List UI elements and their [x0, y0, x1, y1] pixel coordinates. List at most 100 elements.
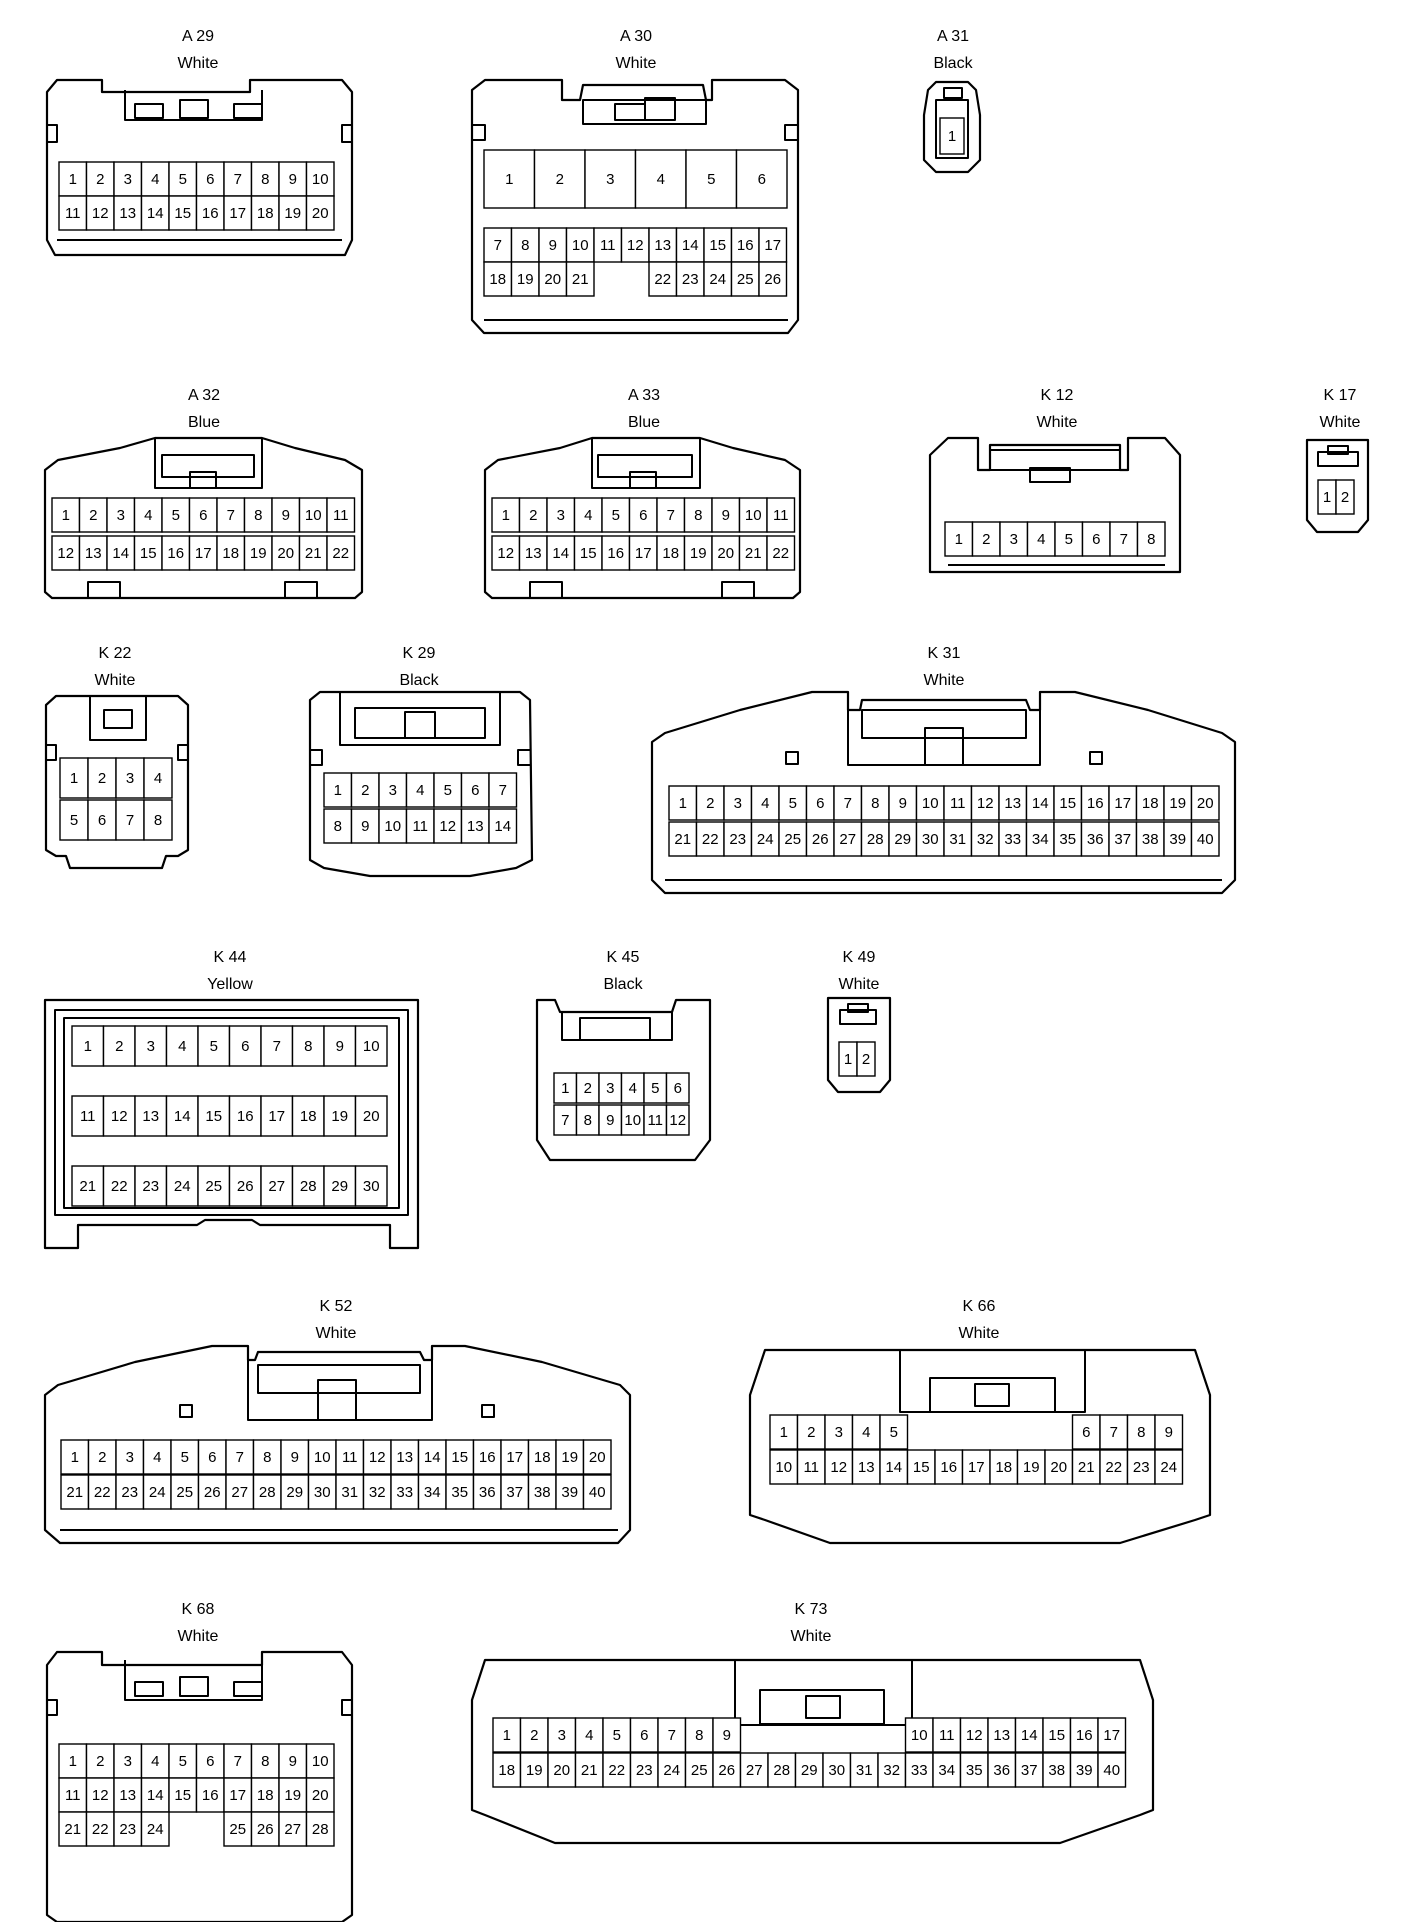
pin-cavity — [326, 535, 356, 571]
pin-cavity — [970, 821, 1000, 857]
pin-cavity — [657, 1717, 687, 1753]
pin-cavity — [278, 195, 308, 231]
pin-number: 8 — [254, 507, 262, 524]
connector-labels: A 29 White A 30 White A 31 Black A 32 Bl… — [95, 28, 1361, 1645]
pin-cavity — [170, 1439, 200, 1475]
pin-cavity — [323, 1165, 357, 1207]
pin-number: 38 — [534, 1484, 551, 1501]
pin-cavity — [665, 1072, 690, 1104]
pin-number: 35 — [1059, 831, 1076, 848]
pin-number: 11 — [80, 1108, 96, 1125]
pin-number: 6 — [816, 795, 824, 812]
pin-cavity — [170, 1474, 200, 1510]
pin-cavity — [750, 821, 780, 857]
pin-number: 22 — [94, 1484, 111, 1501]
pin-cavity — [378, 808, 408, 844]
pin-number: 5 — [181, 1449, 189, 1466]
pin-number: 8 — [694, 507, 702, 524]
pin-cavity — [134, 1025, 168, 1067]
pin-cavity — [305, 195, 335, 231]
pin-number: 8 — [1147, 531, 1155, 548]
pin-cavity — [113, 195, 143, 231]
pin-cavity — [1069, 1752, 1099, 1788]
pin-cavity — [260, 1025, 294, 1067]
pin-cavity — [417, 1474, 447, 1510]
pin-cavity — [225, 1474, 255, 1510]
pin-cavity — [102, 1095, 136, 1137]
pin-number: 7 — [561, 1112, 569, 1129]
pin-cavity — [546, 497, 576, 533]
pin-number: 16 — [607, 545, 624, 562]
pin-cavity — [252, 1439, 282, 1475]
pin-cavity — [856, 1041, 876, 1077]
pin-number: 11 — [65, 205, 81, 222]
pin-number: 33 — [396, 1484, 413, 1501]
pin-cavity — [58, 1743, 88, 1779]
pin-number: 5 — [172, 507, 180, 524]
pin-number: 8 — [871, 795, 879, 812]
pin-cavity — [243, 497, 273, 533]
pin-cavity — [115, 1474, 145, 1510]
pin-number: 21 — [66, 1484, 83, 1501]
pin-cavity — [730, 261, 760, 297]
pin-cavity — [538, 227, 568, 263]
pin-number: 13 — [525, 545, 542, 562]
pin-cavity — [460, 808, 490, 844]
pin-number: 1 — [844, 1051, 852, 1068]
pin-number: 4 — [862, 1424, 870, 1441]
pin-number: 2 — [584, 1080, 592, 1097]
pin-number: 21 — [674, 831, 691, 848]
connector-id-k12: K 12 — [1041, 387, 1074, 404]
pin-number: 4 — [629, 1080, 637, 1097]
pin-number: 24 — [147, 1821, 164, 1838]
pin-number: 40 — [1103, 1762, 1120, 1779]
pin-number: 10 — [305, 507, 322, 524]
pin-number: 30 — [828, 1762, 845, 1779]
pin-cavity — [216, 497, 246, 533]
pin-cavity — [492, 1717, 522, 1753]
pin-number: 18 — [498, 1762, 515, 1779]
pin-number: 1 — [502, 507, 510, 524]
pin-number: 18 — [300, 1108, 317, 1125]
pin-number: 17 — [229, 205, 246, 222]
pin-cavity — [1154, 1449, 1184, 1485]
pin-cavity — [620, 227, 650, 263]
connector-color-a29: White — [178, 55, 219, 72]
pin-number: 14 — [494, 818, 511, 835]
pin-cavity — [833, 785, 863, 821]
pin-number: 18 — [489, 271, 506, 288]
pin-cavity — [555, 1439, 585, 1475]
pin-number: 21 — [1078, 1459, 1095, 1476]
pin-cavity — [378, 772, 408, 808]
pin-cavity — [51, 497, 81, 533]
pin-cavity — [738, 497, 768, 533]
pin-number: 6 — [674, 1080, 682, 1097]
pin-cavity — [932, 1752, 962, 1788]
pin-number: 3 — [1010, 531, 1018, 548]
pin-cavity — [280, 1474, 310, 1510]
pin-cavity — [445, 1474, 475, 1510]
pin-number: 15 — [205, 1108, 222, 1125]
pin-cavity — [115, 757, 145, 799]
pin-number: 4 — [657, 171, 665, 188]
pin-cavity — [102, 1025, 136, 1067]
pin-cavity — [582, 1474, 612, 1510]
pin-number: 25 — [691, 1762, 708, 1779]
pin-number: 34 — [424, 1484, 441, 1501]
pin-number: 1 — [505, 171, 513, 188]
pin-number: 12 — [57, 545, 74, 562]
pin-number: 13 — [467, 818, 484, 835]
pin-number: 4 — [1037, 531, 1045, 548]
pin-cavity — [143, 799, 173, 841]
pin-cavity — [305, 1811, 335, 1847]
pin-number: 8 — [261, 171, 269, 188]
pin-cavity — [657, 1752, 687, 1788]
pin-number: 18 — [257, 1787, 274, 1804]
pin-number: 38 — [1048, 1762, 1065, 1779]
pin-cavity — [906, 1449, 936, 1485]
pin-cavity — [472, 1474, 502, 1510]
pin-number: 18 — [222, 545, 239, 562]
pin-number: 9 — [289, 171, 297, 188]
pin-number: 22 — [332, 545, 349, 562]
